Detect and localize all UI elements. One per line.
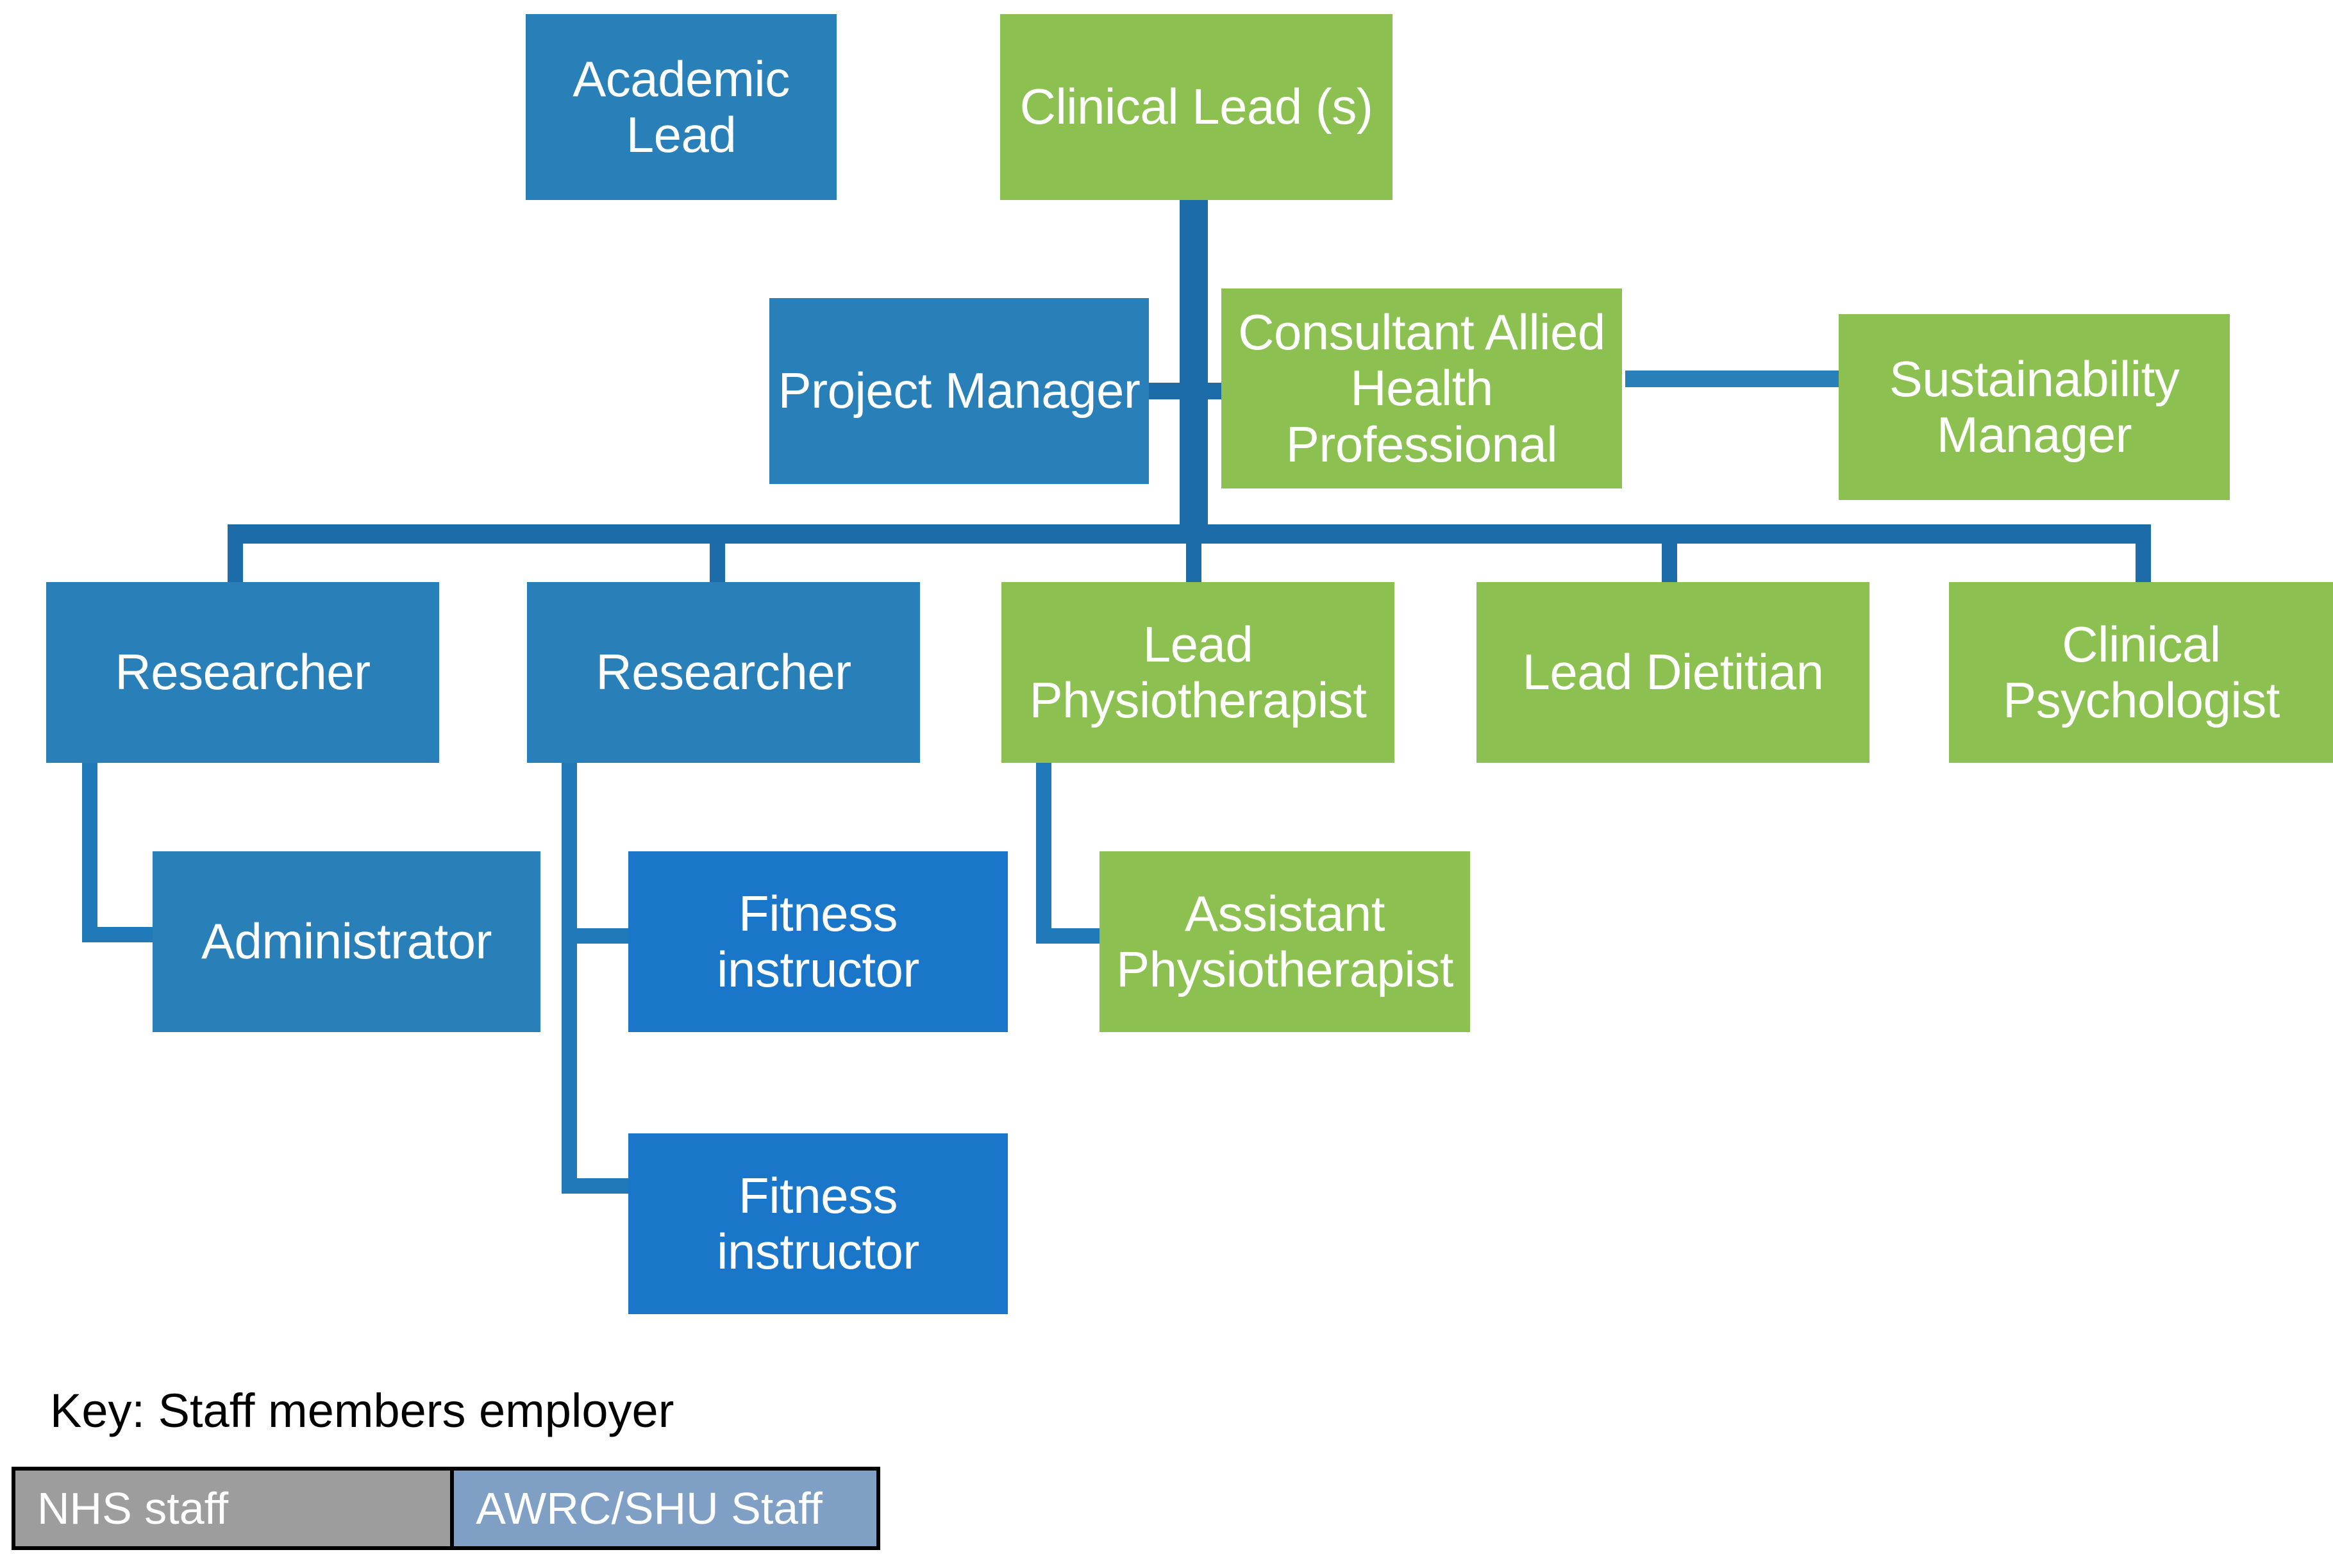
key-label: Key: Staff members employer	[50, 1383, 674, 1438]
node-label: Assistant Physiotherapist	[1116, 885, 1453, 997]
connector-physio-horizontal	[1036, 928, 1107, 944]
connector-researcher2-branch-1	[562, 928, 632, 944]
node-lead-dietitian[interactable]: Lead Dietitian	[1476, 582, 1869, 763]
node-researcher-2[interactable]: Researcher	[527, 582, 920, 763]
node-clinical-lead[interactable]: Clinical Lead (s)	[1000, 14, 1392, 200]
legend-cell-nhs-staff[interactable]: NHS staff	[15, 1471, 451, 1546]
node-label: Clinical Lead (s)	[1019, 78, 1373, 135]
node-label: Fitness instructor	[717, 885, 919, 997]
connector-drop-lead-physiotherapist	[1186, 544, 1201, 582]
node-label: Consultant Allied Health Professional	[1238, 303, 1605, 472]
connector-researcher2-branch-2	[562, 1178, 632, 1194]
node-administrator[interactable]: Administrator	[153, 851, 540, 1032]
connector-drop-lead-dietitian	[1662, 544, 1677, 582]
connector-ahp-to-sustainability	[1625, 371, 1840, 387]
node-label: Fitness instructor	[717, 1167, 919, 1280]
connector-physio-vertical	[1036, 763, 1051, 944]
legend-cell-awrc-shu-staff[interactable]: AWRC/SHU Staff	[450, 1471, 876, 1546]
node-fitness-instructor-1[interactable]: Fitness instructor	[628, 851, 1008, 1032]
connector-project-manager-to-trunk	[1149, 383, 1226, 399]
node-label: Academic Lead	[573, 50, 790, 163]
connector-trunk-clinical-lead	[1180, 200, 1208, 533]
connector-researcher2-vertical	[562, 763, 577, 1194]
node-project-manager[interactable]: Project Manager	[769, 298, 1149, 484]
node-consultant-ahp[interactable]: Consultant Allied Health Professional	[1221, 288, 1622, 488]
node-sustainability-manager[interactable]: Sustainability Manager	[1839, 314, 2230, 500]
key-label-text: Key: Staff members employer	[50, 1384, 674, 1437]
node-label: Researcher	[596, 644, 851, 701]
node-lead-physiotherapist[interactable]: Lead Physiotherapist	[1001, 582, 1394, 763]
node-fitness-instructor-2[interactable]: Fitness instructor	[628, 1133, 1008, 1314]
connector-researcher1-vertical	[82, 763, 97, 941]
node-assistant-physiotherapist[interactable]: Assistant Physiotherapist	[1100, 851, 1470, 1032]
legend-label: NHS staff	[37, 1483, 229, 1533]
node-label: Administrator	[201, 913, 492, 970]
node-label: Sustainability Manager	[1889, 350, 2180, 463]
connector-researcher1-horizontal	[82, 927, 156, 942]
node-clinical-psychologist[interactable]: Clinical Psychologist	[1949, 582, 2333, 763]
node-label: Researcher	[115, 644, 371, 701]
node-label: Lead Physiotherapist	[1029, 615, 1367, 728]
legend-table: NHS staff AWRC/SHU Staff	[12, 1467, 880, 1550]
node-academic-lead[interactable]: Academic Lead	[526, 14, 837, 200]
connector-drop-researcher-2	[710, 544, 725, 582]
legend-label: AWRC/SHU Staff	[476, 1483, 823, 1533]
connector-drop-clinical-psychologist	[2136, 544, 2151, 582]
node-researcher-1[interactable]: Researcher	[46, 582, 439, 763]
connector-drop-researcher-1	[228, 544, 243, 582]
connector-distribution-bar	[228, 524, 2151, 544]
node-label: Project Manager	[778, 362, 1141, 419]
node-label: Lead Dietitian	[1522, 644, 1825, 701]
node-label: Clinical Psychologist	[2003, 615, 2280, 728]
